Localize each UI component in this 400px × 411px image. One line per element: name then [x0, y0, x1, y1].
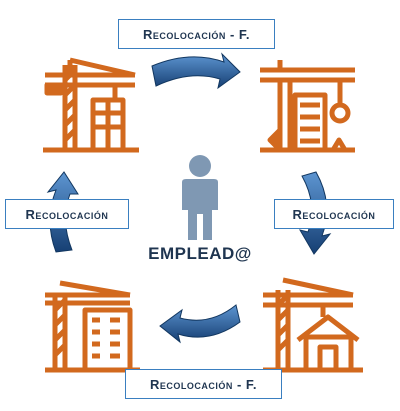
crane-tall-building-icon: [45, 280, 140, 373]
label-right-relocation: Recolocación: [274, 199, 394, 229]
label-bottom-relocation: Recolocación - F.: [125, 369, 282, 399]
person-icon: [182, 155, 218, 240]
crane-building-icon: [43, 57, 139, 153]
crane-house-icon: [263, 277, 363, 373]
label-top-relocation: Recolocación - F.: [118, 19, 275, 49]
crane-wrecking-ball-icon: [260, 60, 355, 153]
label-left-relocation: Recolocación: [5, 199, 129, 229]
employee-label: EMPLEAD@: [148, 244, 252, 263]
